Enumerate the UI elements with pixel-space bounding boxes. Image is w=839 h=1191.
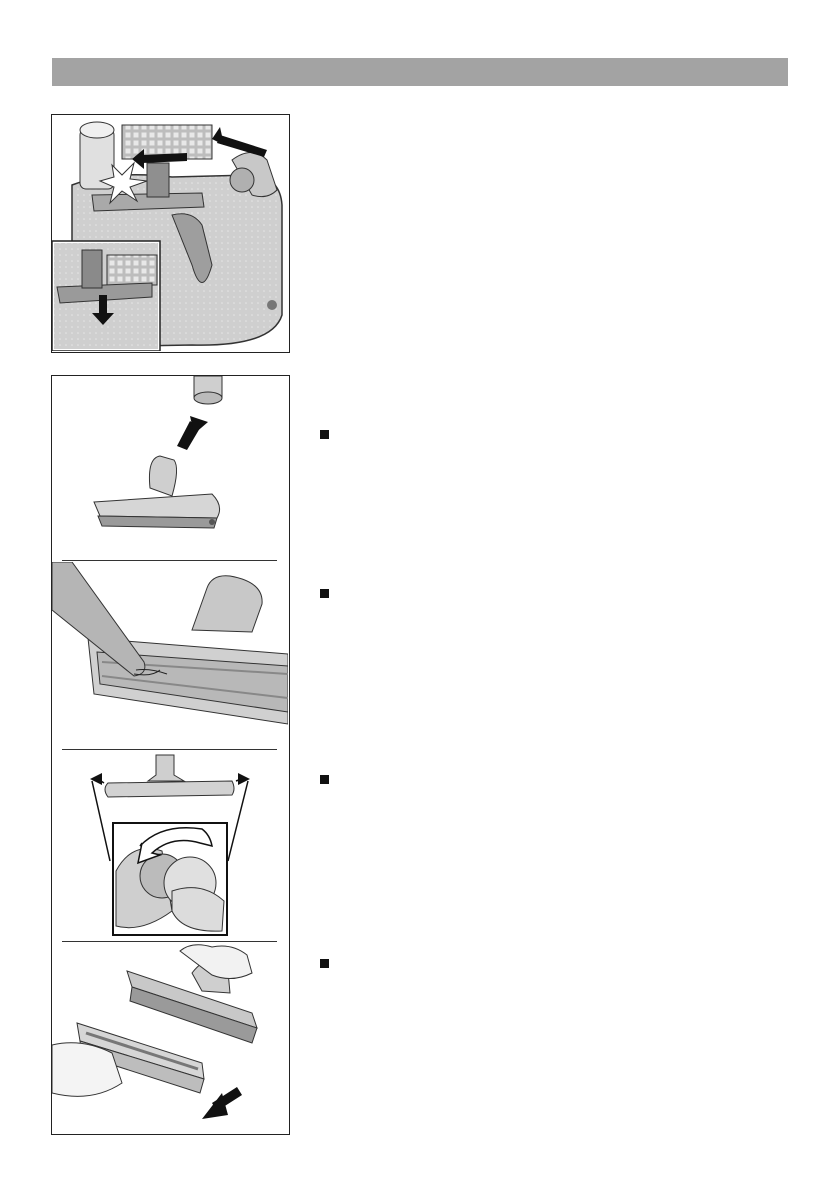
nozzle-end-cap-rotate-icon bbox=[52, 751, 288, 941]
step-bullet bbox=[320, 959, 329, 968]
section-header-bar bbox=[52, 58, 788, 86]
step-divider bbox=[62, 749, 277, 750]
step-divider bbox=[62, 560, 277, 561]
step-bullet bbox=[320, 775, 329, 784]
vacuum-cleaner-illustration-panel bbox=[51, 114, 290, 353]
vacuum-cleaner-nozzle-park-icon bbox=[52, 115, 288, 351]
nozzle-steps-panel bbox=[51, 375, 290, 1135]
step-bullet bbox=[320, 589, 329, 598]
nozzle-brush-cleaning-icon bbox=[52, 562, 288, 748]
step-divider bbox=[62, 941, 277, 942]
step-bullet bbox=[320, 430, 329, 439]
nozzle-brush-removal-icon bbox=[52, 943, 288, 1133]
nozzle-detach-icon bbox=[52, 376, 288, 561]
